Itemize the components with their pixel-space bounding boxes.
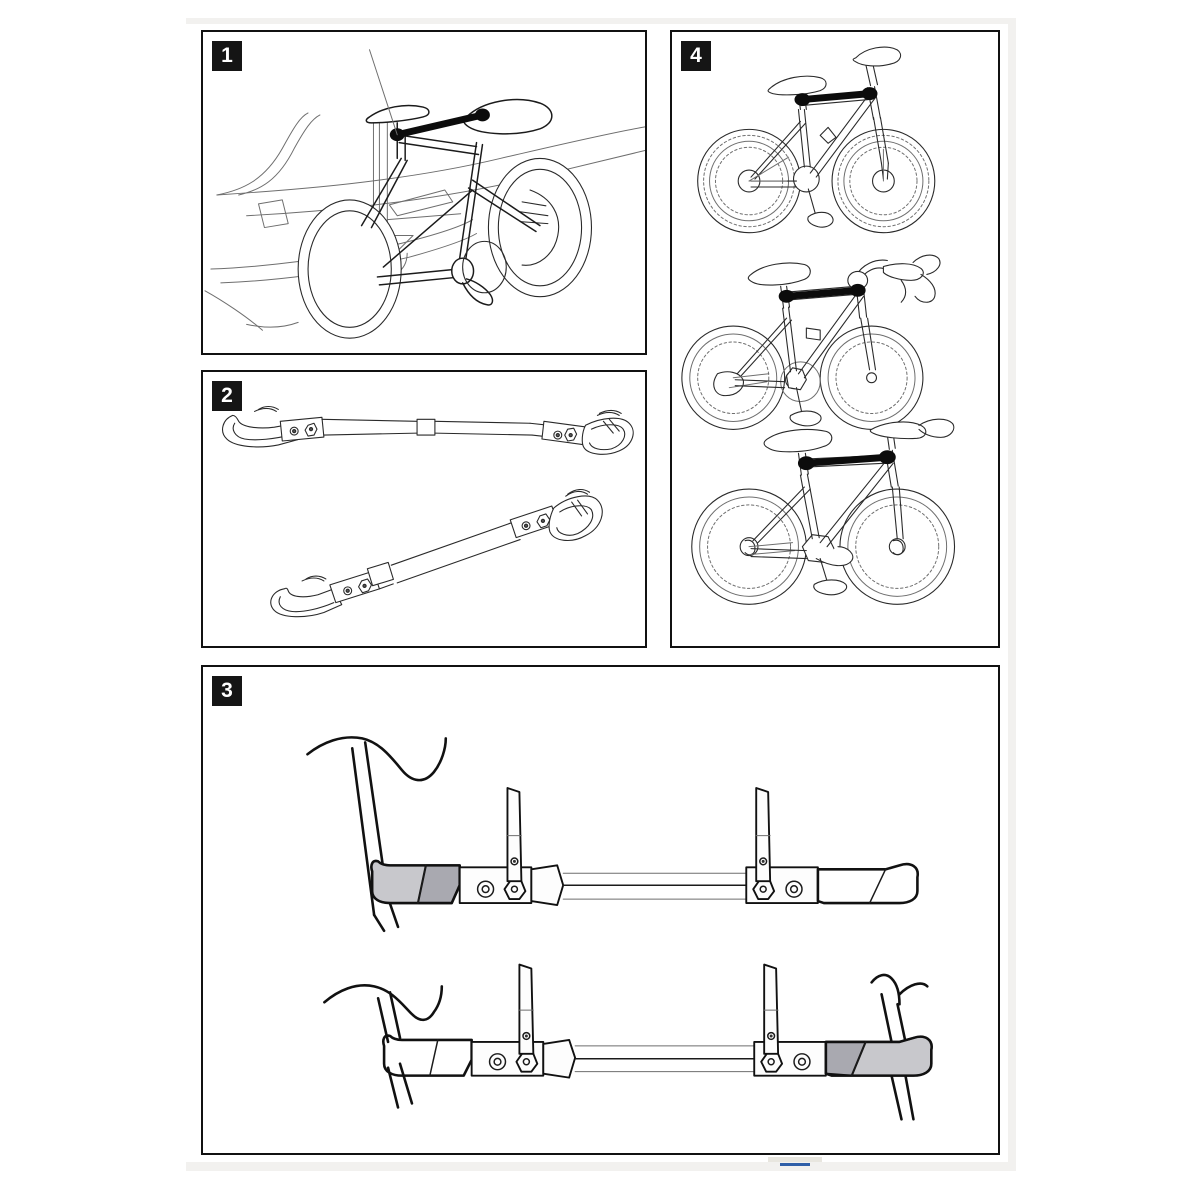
bike-road-bike: [681, 254, 941, 430]
locking-pin-lever-right-bottom: [763, 963, 780, 1055]
locking-pin-lever-left-top: [506, 787, 523, 883]
clamp-detail-top-view: [306, 736, 919, 933]
clamp-detail-bottom-view: [323, 963, 933, 1121]
clamp-closed-on-seatpost-top: [370, 859, 462, 905]
bracket-right-bottom: [753, 1040, 827, 1077]
page-edge-bottom: [186, 1162, 1016, 1171]
panel-1-illustration: [203, 32, 645, 353]
adapter-bar-city: [797, 450, 896, 471]
panel-2-adapter-bar-product: 2: [201, 370, 647, 648]
panel-3-clamp-detail: 3: [201, 665, 1000, 1155]
adapter-bar-road: [778, 283, 866, 303]
hook-clamp-open-right-top: [816, 862, 919, 905]
main-tube-bottom: [574, 1045, 757, 1073]
panel-3-illustration: [203, 667, 998, 1153]
scan-artifact-blue-line: [780, 1163, 810, 1166]
panel-4-illustration: [672, 32, 998, 646]
clamp-closed-on-stem-bottom: [824, 1035, 933, 1077]
page-edge-top: [186, 18, 1016, 24]
adapter-bar-highlight: [389, 108, 490, 142]
locking-pin-lever-left-bottom: [518, 963, 535, 1055]
adapter-bar-extended-view: [222, 405, 634, 455]
main-tube-top: [562, 872, 750, 900]
panel-4-badge: 4: [681, 41, 711, 71]
panel-2-illustration: [203, 372, 645, 646]
page-edge-right: [1008, 18, 1016, 1170]
panel-1-badge: 1: [212, 41, 242, 71]
clamp-closed-on-seatpost-bottom: [382, 1034, 473, 1077]
panel-3-badge: 3: [212, 676, 242, 706]
scan-artifact-smudge: [768, 1157, 822, 1162]
panel-2-badge: 2: [212, 381, 242, 411]
bike-mountain-bike: [697, 46, 936, 234]
locking-pin-lever-right-top: [755, 787, 772, 883]
telescoping-joint-bottom: [542, 1038, 577, 1079]
panel-1-bike-on-car-rack: 1: [201, 30, 647, 355]
panel-4-bike-types: 4: [670, 30, 1000, 648]
adapter-bar-angled-view: [270, 488, 603, 618]
bike-city-bike: [691, 418, 956, 605]
adapter-bar-mountain: [794, 87, 878, 107]
telescoping-joint-top: [530, 864, 565, 906]
